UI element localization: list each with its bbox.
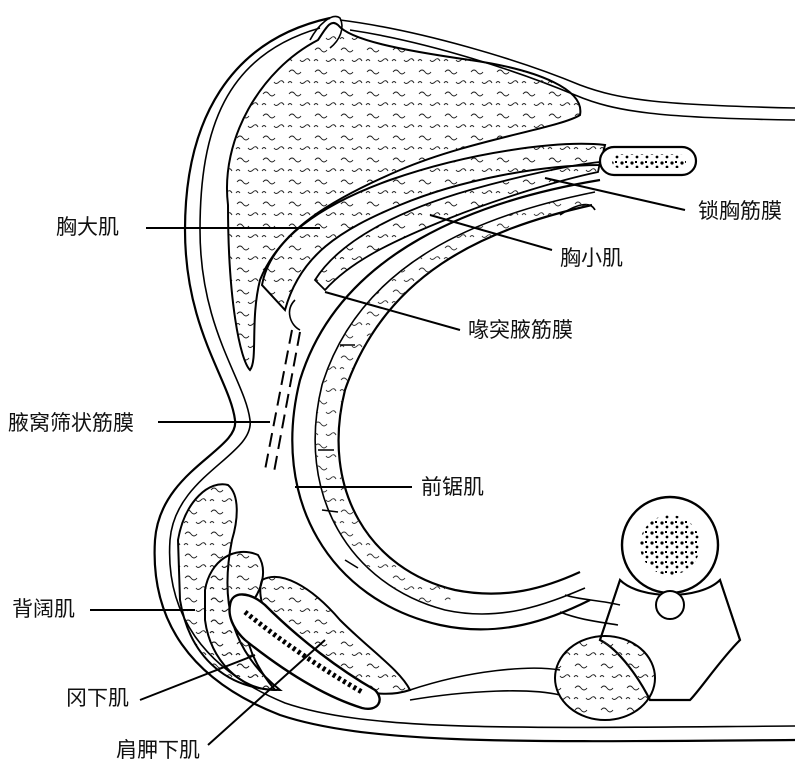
- label-pectoralis-minor: 胸小肌: [560, 248, 623, 269]
- label-axillary-cribriform-fascia: 腋窝筛状筋膜: [8, 413, 134, 434]
- label-pectoralis-major: 胸大肌: [56, 217, 119, 238]
- label-serratus-anterior: 前锯肌: [421, 477, 484, 498]
- posterior-fascia: [410, 668, 560, 700]
- cribriform-fascia: [265, 300, 300, 472]
- paraspinal-muscle: [555, 636, 655, 720]
- label-coracoaxillary-fascia: 喙突腋筋膜: [468, 320, 573, 341]
- label-subscapularis: 肩胛下肌: [116, 740, 200, 761]
- chest-wall: [292, 180, 600, 629]
- label-clavipectoral-fascia: 锁胸筋膜: [698, 201, 782, 222]
- label-teres-major: 冈下肌: [66, 688, 129, 709]
- label-latissimus-dorsi: 背阔肌: [12, 599, 75, 620]
